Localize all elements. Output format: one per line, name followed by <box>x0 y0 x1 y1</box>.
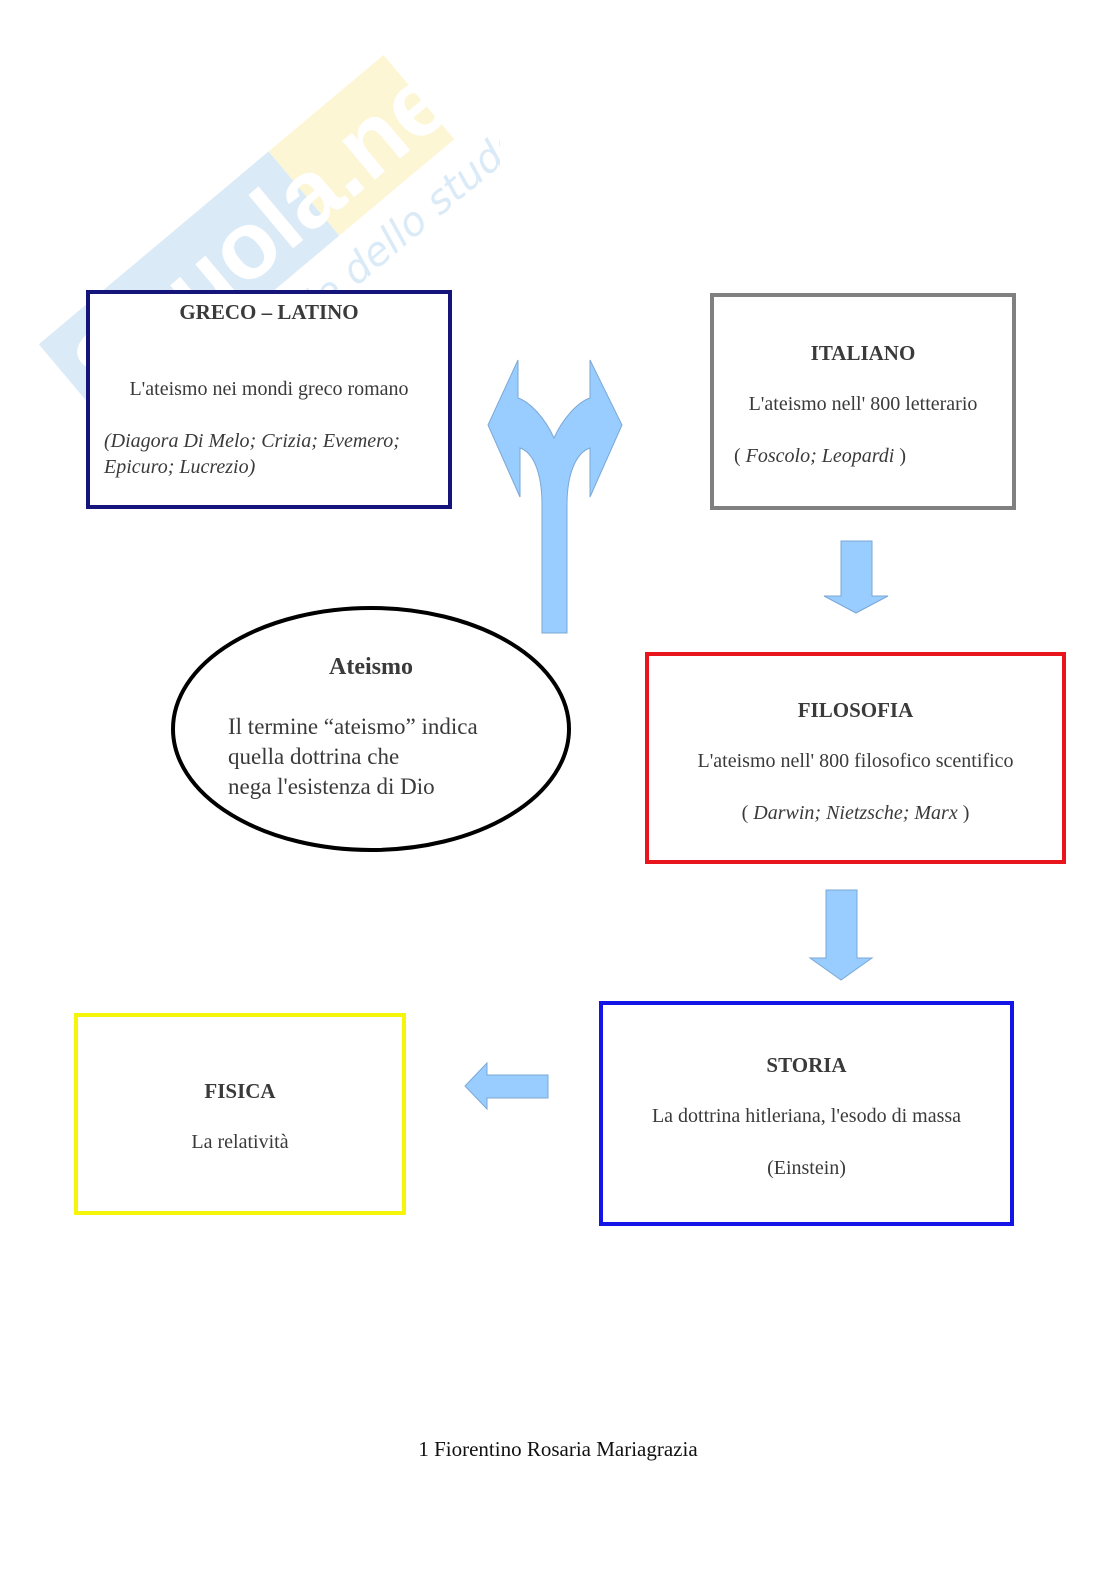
definition-line: Il termine “ateismo” indica <box>228 714 478 739</box>
fisica-text: La relatività <box>191 1131 289 1153</box>
storia-box: STORIA La dottrina hitleriana, l'esodo d… <box>599 1001 1014 1226</box>
filosofia-text: L'ateismo nell' 800 filosofico scentific… <box>697 750 1014 772</box>
page-footer: 1 Fiorentino Rosaria Mariagrazia <box>418 1437 698 1461</box>
filosofia-box: FILOSOFIA L'ateismo nell' 800 filosofico… <box>645 652 1066 864</box>
definition-line: nega l'esistenza di Dio <box>228 774 435 799</box>
fisica-title: FISICA <box>204 1079 276 1103</box>
left-arrow-storia-fisica <box>464 1061 549 1111</box>
filosofia-title: FILOSOFIA <box>797 698 914 722</box>
greco-authors-line1: (Diagora Di Melo; Crizia; Evemero; <box>104 430 400 452</box>
filosofia-authors: ( Darwin; Nietzsche; Marx ) <box>741 802 970 824</box>
greco-title: GRECO – LATINO <box>179 300 359 324</box>
fisica-box: FISICA La relatività <box>74 1013 406 1215</box>
italiano-box: ITALIANO L'ateismo nell' 800 letterario … <box>710 293 1016 510</box>
down-arrow-filosofia-storia <box>808 889 874 981</box>
ellipse-shape <box>171 606 571 852</box>
storia-title: STORIA <box>766 1053 847 1077</box>
storia-authors: (Einstein) <box>767 1157 846 1179</box>
greco-latino-box: GRECO – LATINO L'ateismo nei mondi greco… <box>86 290 452 509</box>
ateismo-node: Ateismo Il termine “ateismo” indica quel… <box>170 604 572 854</box>
italiano-title: ITALIANO <box>810 341 916 365</box>
down-arrow-italiano-filosofia <box>823 540 889 614</box>
ateismo-definition: Il termine “ateismo” indica quella dottr… <box>228 712 548 802</box>
storia-text: La dottrina hitleriana, l'esodo di massa <box>651 1105 962 1127</box>
greco-authors-line2: Epicuro; Lucrezio) <box>104 456 256 478</box>
definition-line: quella dottrina che <box>228 744 400 769</box>
italiano-authors: ( Foscolo; Leopardi ) <box>734 445 907 467</box>
ateismo-title: Ateismo <box>329 654 413 680</box>
split-arrow <box>487 359 623 634</box>
italiano-text: L'ateismo nell' 800 letterario <box>748 393 978 415</box>
greco-text: L'ateismo nei mondi greco romano <box>129 378 409 400</box>
